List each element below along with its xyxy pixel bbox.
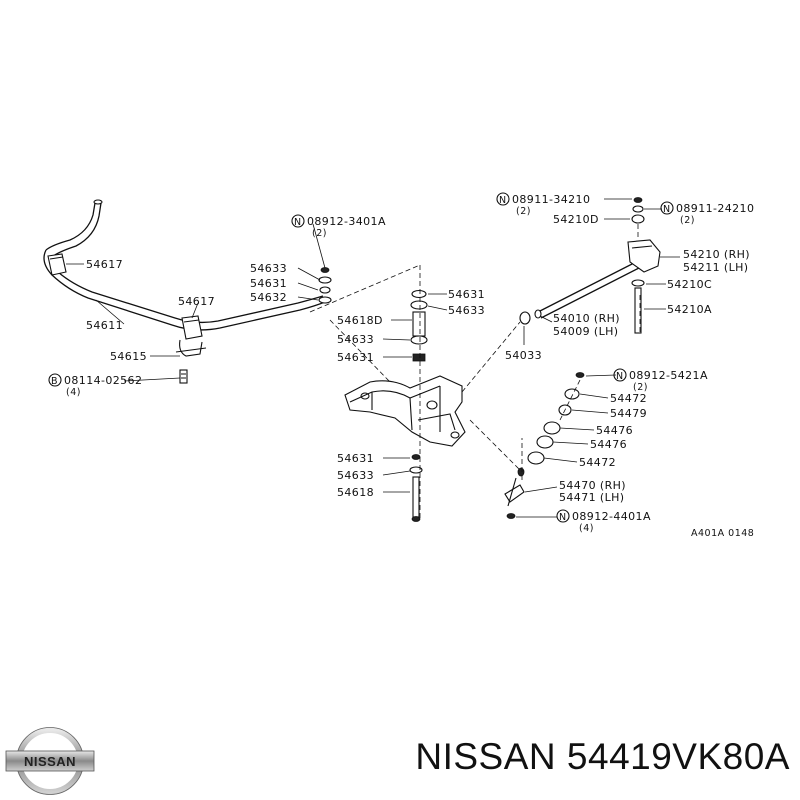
nissan-logo: NISSAN	[5, 727, 95, 795]
label-54617-top: 54617	[86, 258, 123, 271]
label-nut-34210-qty: (2)	[516, 206, 531, 217]
label-54476-b: 54476	[590, 438, 627, 451]
label-54211-lh: 54211 (LH)	[683, 261, 748, 274]
label-nut-24210-qty: (2)	[680, 215, 695, 226]
label-54210C: 54210C	[667, 278, 712, 291]
label-54033: 54033	[505, 349, 542, 362]
nut-marker-letter: N	[616, 371, 624, 382]
logo-text: NISSAN	[24, 754, 76, 769]
hardware-stack-lower	[409, 454, 423, 522]
label-nut-5421A: 08912-5421A	[629, 369, 708, 382]
label-nut-34210: 08911-34210	[512, 193, 590, 206]
label-54010-rh: 54010 (RH)	[553, 312, 620, 325]
nut-marker-letter: N	[294, 217, 302, 228]
label-54471-lh: 54471 (LH)	[559, 491, 624, 504]
label-54009-lh: 54009 (LH)	[553, 325, 618, 338]
bracket-54210	[627, 197, 661, 334]
label-54633-d: 54633	[337, 469, 374, 482]
label-54470-rh: 54470 (RH)	[559, 479, 626, 492]
label-54633-b: 54633	[448, 304, 485, 317]
bolt-marker-icon	[48, 373, 62, 387]
part-labels: 54617 54617 54611 54615 B 08114-02562 (4…	[48, 192, 754, 539]
nut-marker-letter: N	[663, 204, 671, 215]
label-54632: 54632	[250, 291, 287, 304]
label-54210A: 54210A	[667, 303, 712, 316]
nut-marker-letter: N	[559, 512, 567, 523]
label-nut-4401A-qty: (4)	[579, 523, 594, 534]
label-54631-b: 54631	[448, 288, 485, 301]
nut-marker-letter: N	[499, 195, 507, 206]
leader-lines	[66, 198, 680, 518]
label-54472-b: 54472	[579, 456, 616, 469]
dashed-centerlines	[309, 224, 641, 520]
label-54618: 54618	[337, 486, 374, 499]
tension-rod	[519, 261, 640, 325]
nut-marker-icon	[556, 509, 570, 523]
label-54476-a: 54476	[596, 424, 633, 437]
nut-marker-icon	[496, 192, 510, 206]
hardware-stack-right	[504, 372, 585, 519]
bushing-54617-center	[181, 315, 203, 340]
label-54617-mid: 54617	[178, 295, 215, 308]
label-54615: 54615	[110, 350, 147, 363]
diagram-code: A401A 0148	[691, 528, 754, 539]
label-nut-24210: 08911-24210	[676, 202, 754, 215]
label-54633-a: 54633	[250, 262, 287, 275]
label-54631-d: 54631	[337, 452, 374, 465]
label-nut-5421A-qty: (2)	[633, 382, 648, 393]
page-title: NISSAN 54419VK80A	[415, 736, 790, 777]
clamp-54615	[175, 339, 207, 384]
nut-marker-icon	[291, 214, 305, 228]
label-54611: 54611	[86, 319, 123, 332]
nut-marker-icon	[660, 201, 674, 215]
label-54618D: 54618D	[337, 314, 383, 327]
label-54479: 54479	[610, 407, 647, 420]
label-54210-rh: 54210 (RH)	[683, 248, 750, 261]
hardware-stack-center	[410, 289, 428, 362]
bolt-marker-letter: B	[51, 376, 58, 387]
nut-marker-icon	[613, 368, 627, 382]
label-54631-c: 54631	[337, 351, 374, 364]
crossmember	[344, 375, 466, 447]
label-bolt-08114-qty: (4)	[66, 387, 81, 398]
label-nut-4401A: 08912-4401A	[572, 510, 651, 523]
label-nut-3401A: 08912-3401A	[307, 215, 386, 228]
label-54472-a: 54472	[610, 392, 647, 405]
hardware-stack-left	[318, 267, 332, 304]
label-54633-c: 54633	[337, 333, 374, 346]
label-bolt-08114: 08114-02562	[64, 374, 142, 387]
bushing-54617-left	[47, 253, 67, 276]
label-54631-a: 54631	[250, 277, 287, 290]
label-nut-3401A-qty: (2)	[312, 228, 327, 239]
label-54210D: 54210D	[553, 213, 599, 226]
